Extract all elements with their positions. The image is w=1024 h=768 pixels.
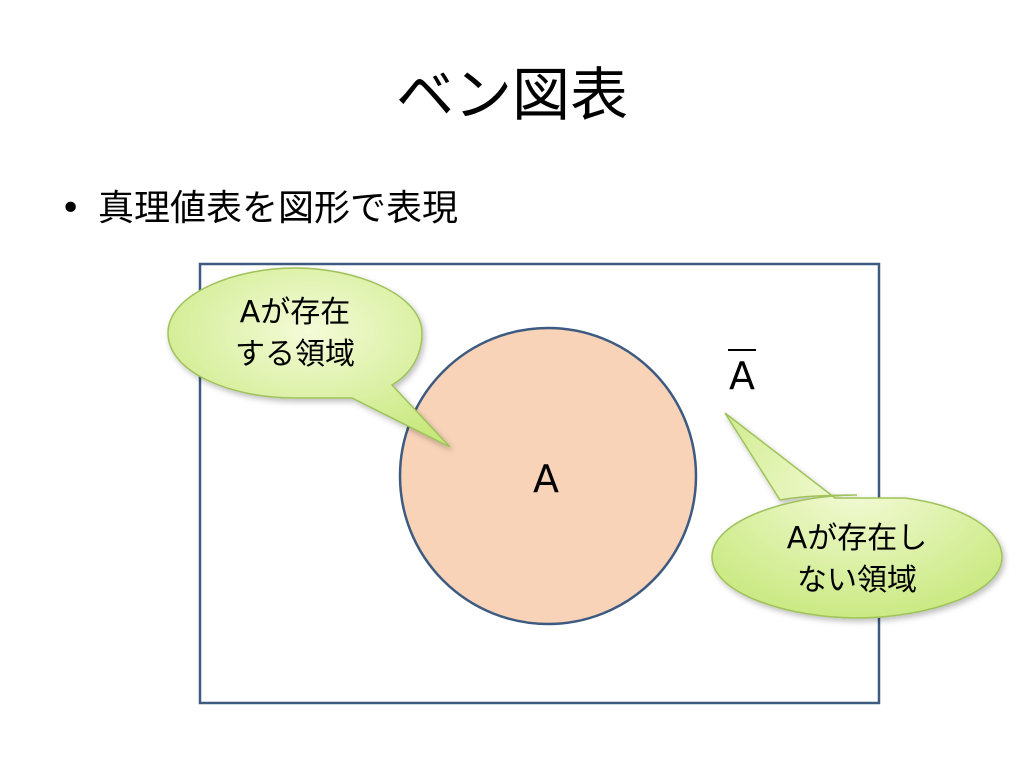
bullet-symbol: • [60, 188, 82, 229]
callout-inside-bubble [167, 267, 451, 448]
callout-inside-region [167, 267, 451, 448]
set-a-circle [398, 326, 698, 626]
set-a-label: A [533, 457, 559, 501]
callout-outside-line1: Aが存在し [787, 521, 928, 556]
bullet-item: • 真理値表を図形で表現 [60, 185, 458, 233]
complement-label: A [729, 354, 755, 398]
callout-outside-bubble [711, 412, 1003, 619]
slide-title: ベン図表 [395, 61, 628, 129]
callout-inside-line2: する領域 [235, 337, 355, 372]
callout-outside-region [711, 412, 1003, 619]
callout-outside-line2: ない領域 [797, 563, 917, 598]
bullet-text: 真理値表を図形で表現 [98, 188, 459, 229]
callout-inside-line1: Aが存在 [240, 295, 351, 330]
